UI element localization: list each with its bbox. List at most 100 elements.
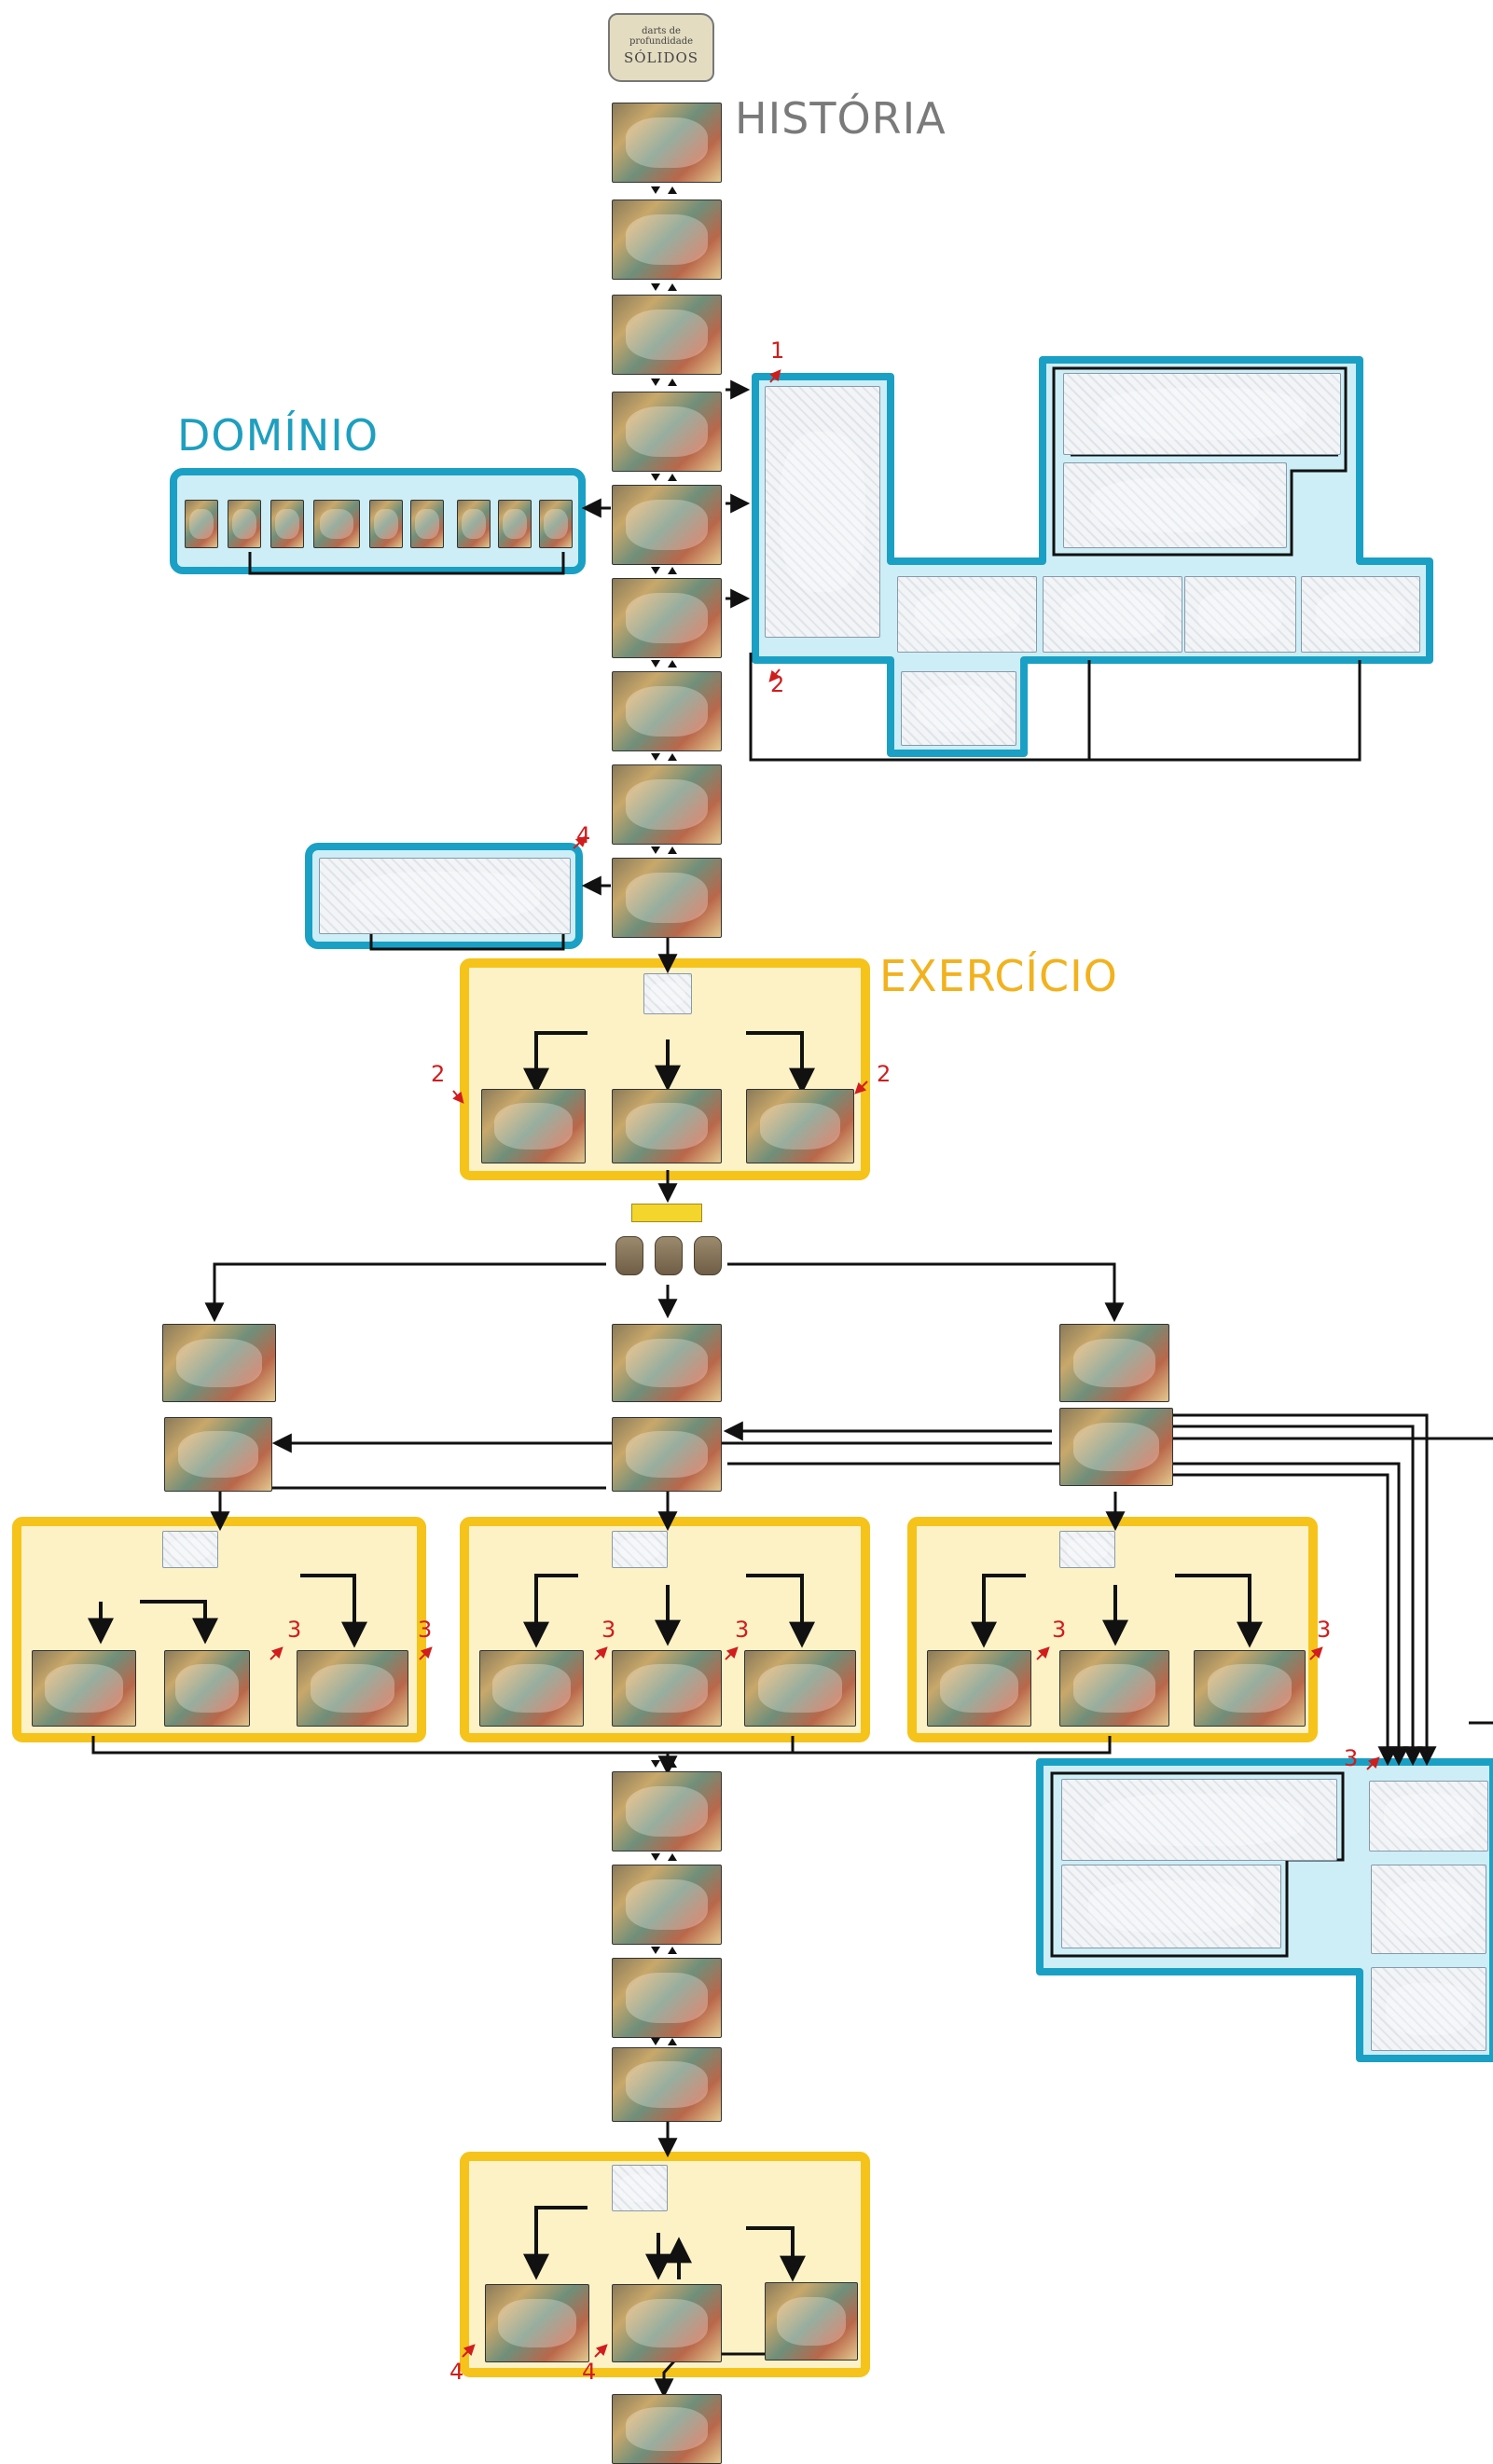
label-exercicio: EXERCÍCIO xyxy=(879,951,1118,1001)
story-panel-figure xyxy=(626,406,708,457)
exercise-header xyxy=(162,1531,218,1568)
branch-panel xyxy=(1059,1408,1173,1486)
exercise-panel xyxy=(612,1089,722,1163)
title-card: darts de profundidade SÓLIDOS xyxy=(608,13,714,82)
story-panel-figure xyxy=(626,593,708,643)
marker-2-left: 2 xyxy=(431,1061,445,1087)
domain-panel-figure xyxy=(503,509,527,539)
sketch-panel-figure xyxy=(1386,1983,1472,2035)
sketch-grid-figure xyxy=(1088,1880,1254,1933)
domain-panel xyxy=(457,500,491,548)
up-arrow-icon xyxy=(668,186,677,194)
domain-panel xyxy=(539,500,573,548)
exercise-panel xyxy=(32,1650,136,1727)
exercise-header xyxy=(643,973,692,1014)
exercise-panel xyxy=(927,1650,1031,1727)
down-arrow-icon xyxy=(651,2038,660,2045)
up-arrow-icon xyxy=(668,474,677,481)
exercise-panel xyxy=(485,2284,589,2362)
story-panel xyxy=(612,858,722,938)
down-arrow-icon xyxy=(651,1947,660,1954)
sketch-grid-figure xyxy=(1098,388,1307,439)
up-arrow-icon xyxy=(668,847,677,854)
domain-panel xyxy=(228,500,261,548)
marker-1: 1 xyxy=(770,337,784,364)
up-arrow-icon xyxy=(668,753,677,761)
sketch-panel-figure xyxy=(1386,1881,1472,1937)
sketch-panel xyxy=(1301,576,1420,653)
exercise-panel xyxy=(765,2282,858,2361)
sketch-panel xyxy=(901,671,1016,746)
story-panel xyxy=(612,2047,722,2122)
domain-panel-figure xyxy=(544,509,568,539)
sketch-panel-figure xyxy=(916,685,1002,732)
marker-2-right: 2 xyxy=(877,1061,891,1087)
marker-3-c: 3 xyxy=(601,1617,615,1643)
label-historia: HISTÓRIA xyxy=(735,93,947,144)
sketch-grid-figure xyxy=(1091,478,1260,532)
marker-3-f: 3 xyxy=(1317,1617,1331,1643)
exercise-header xyxy=(1059,1531,1115,1568)
down-arrow-icon xyxy=(651,753,660,761)
exercise-panel xyxy=(164,1650,250,1727)
exercise-header xyxy=(612,2165,668,2211)
red-markers xyxy=(270,371,1378,2357)
domain-panel xyxy=(498,500,532,548)
exercise-panel-figure xyxy=(760,1103,841,1149)
story-panel-figure xyxy=(626,1973,708,2023)
barrel-middle xyxy=(655,1236,683,1275)
story-panel xyxy=(612,1865,722,1945)
down-arrow-icon xyxy=(651,847,660,854)
domain-panel-figure xyxy=(232,509,256,539)
story-panel-figure xyxy=(626,686,708,736)
domain-sketch xyxy=(319,858,571,934)
story-panel xyxy=(612,764,722,845)
sketch-panel xyxy=(1043,576,1182,653)
story-panel xyxy=(612,392,722,472)
story-panel xyxy=(612,200,722,280)
marker-4: 4 xyxy=(576,822,590,848)
story-panel xyxy=(612,103,722,183)
exercise-panel-figure xyxy=(1208,1664,1292,1712)
exercise-panel-figure xyxy=(626,1664,708,1712)
exercise-panel xyxy=(1059,1650,1169,1727)
up-arrow-icon xyxy=(668,379,677,386)
branch-panel-figure xyxy=(626,1339,708,1387)
story-panel xyxy=(612,578,722,658)
story-panel-figure xyxy=(626,310,708,360)
branch-panel xyxy=(162,1324,276,1402)
exercise-panel-figure xyxy=(494,1103,573,1149)
sketch-panel-figure xyxy=(1384,1794,1473,1838)
title-card-line1: darts de profundidade xyxy=(610,26,712,47)
branch-panel-figure xyxy=(1073,1339,1155,1387)
down-arrow-icon xyxy=(651,1853,660,1861)
domain-panel xyxy=(185,500,218,548)
exercise-panel xyxy=(744,1650,856,1727)
story-panel xyxy=(612,295,722,375)
up-arrow-icon xyxy=(668,1947,677,1954)
domain-panel-figure xyxy=(189,509,214,539)
title-card-line2: SÓLIDOS xyxy=(610,49,712,66)
branch-panel xyxy=(164,1417,272,1492)
exercise-panel-figure xyxy=(758,1664,842,1712)
sketch-panel xyxy=(1371,1967,1486,2051)
sketch-grid xyxy=(1063,462,1287,548)
exercise-panel-figure xyxy=(1073,1664,1155,1712)
exercise-panel xyxy=(297,1650,408,1727)
exercise-panel-figure xyxy=(492,1664,571,1712)
down-arrow-icon xyxy=(651,1760,660,1768)
down-arrow-icon xyxy=(651,379,660,386)
exercise-panel-figure xyxy=(626,2299,708,2347)
up-arrow-icon xyxy=(668,2038,677,2045)
sketch-grid xyxy=(1063,373,1341,455)
exercise-panel-figure xyxy=(311,1664,394,1712)
domain-panel-figure xyxy=(275,509,299,539)
story-panel xyxy=(612,1958,722,2038)
exercise-header-figure xyxy=(1067,1538,1108,1561)
domain-panel xyxy=(270,500,304,548)
story-panel-figure xyxy=(626,214,708,265)
exercise-panel-figure xyxy=(45,1664,123,1712)
story-panel-figure xyxy=(626,779,708,830)
